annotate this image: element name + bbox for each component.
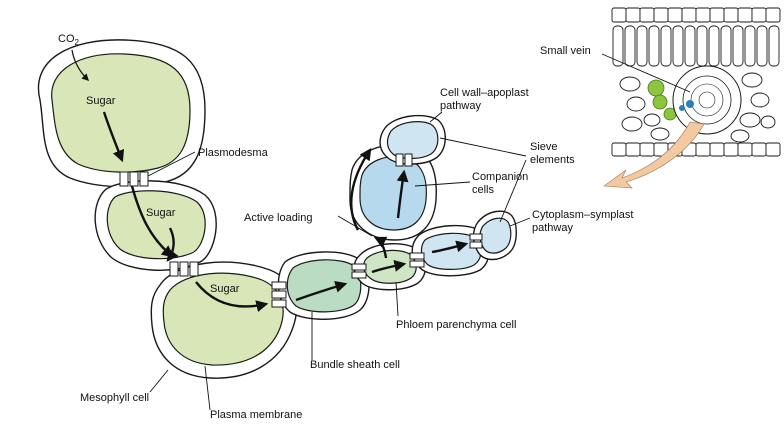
plasmodesma-4 [351,263,367,279]
label-cyto-line2: pathway [532,222,573,234]
flow-arrow-3 [166,227,179,262]
label-bundle-sheath: Bundle sheath cell [310,359,400,371]
bundle-sheath-cell [277,251,370,320]
flow-arrow-1 [102,111,125,163]
sieve-element-top [379,114,446,165]
label-mesophyll: Mesophyll cell [80,392,149,404]
mesophyll-cell-bottom [150,261,298,379]
flow-arrow-9 [396,169,409,219]
label-sugar-1: Sugar [86,95,116,107]
leader-cytoplasm [509,217,531,227]
plasmodesma-6 [469,233,483,249]
label-plasma-membrane: Plasma membrane [210,409,302,421]
label-small-vein: Small vein [540,45,591,57]
label-cyto-line1: Cytoplasm–symplast [532,209,633,221]
flow-arrow-co2 [71,49,90,82]
leader-companion [414,181,471,187]
leader-mesophyll [149,369,169,393]
label-phloem-parenchyma: Phloem parenchyma cell [396,319,516,331]
label-cell-wall-line2: pathway [440,100,481,112]
leader-plasma-membrane [204,365,211,411]
label-sieve-line1: Sieve [530,141,558,153]
leader-active-loading [337,215,373,237]
plasmodesma-2 [169,261,199,277]
leaf-cross-section-inset [611,5,784,159]
leader-plasmodesma [147,151,196,177]
leader-sieve-bottom [499,159,527,223]
companion-cell [349,144,437,241]
flow-arrow-8 [373,236,388,259]
mesophyll-cell-top [37,39,206,188]
leader-sieve-top [439,137,527,157]
leader-phloem-parenchyma [395,281,399,317]
leader-small-vein [601,53,691,93]
leader-cell-wall [429,111,443,123]
plasmodesma-1 [119,171,149,187]
label-companion-line1: Companion [472,171,528,183]
plasmodesma-5 [409,252,425,268]
flow-arrow-6 [371,259,407,274]
flow-arrow-2 [130,185,174,258]
flow-arrow-7 [431,240,469,254]
plasmodesma-7 [395,153,413,167]
label-sugar-2: Sugar [146,207,176,219]
flow-arrow-5 [295,281,348,302]
flow-arrow-10 [350,148,372,231]
flow-arrow-4 [195,281,269,313]
plasmodesma-3 [271,281,287,308]
label-cell-wall-line1: Cell wall–apoplast [440,87,529,99]
label-plasmodesma: Plasmodesma [198,147,269,159]
label-sugar-3: Sugar [210,283,240,295]
mesophyll-cell-middle [94,180,217,271]
inset-zoom-arrow [603,121,705,189]
sieve-element-end [472,210,517,261]
label-active-loading: Active loading [244,212,313,224]
label-sieve-line2: elements [530,154,575,166]
label-companion-line2: cells [472,184,495,196]
label-co2: CO2 [58,33,80,47]
